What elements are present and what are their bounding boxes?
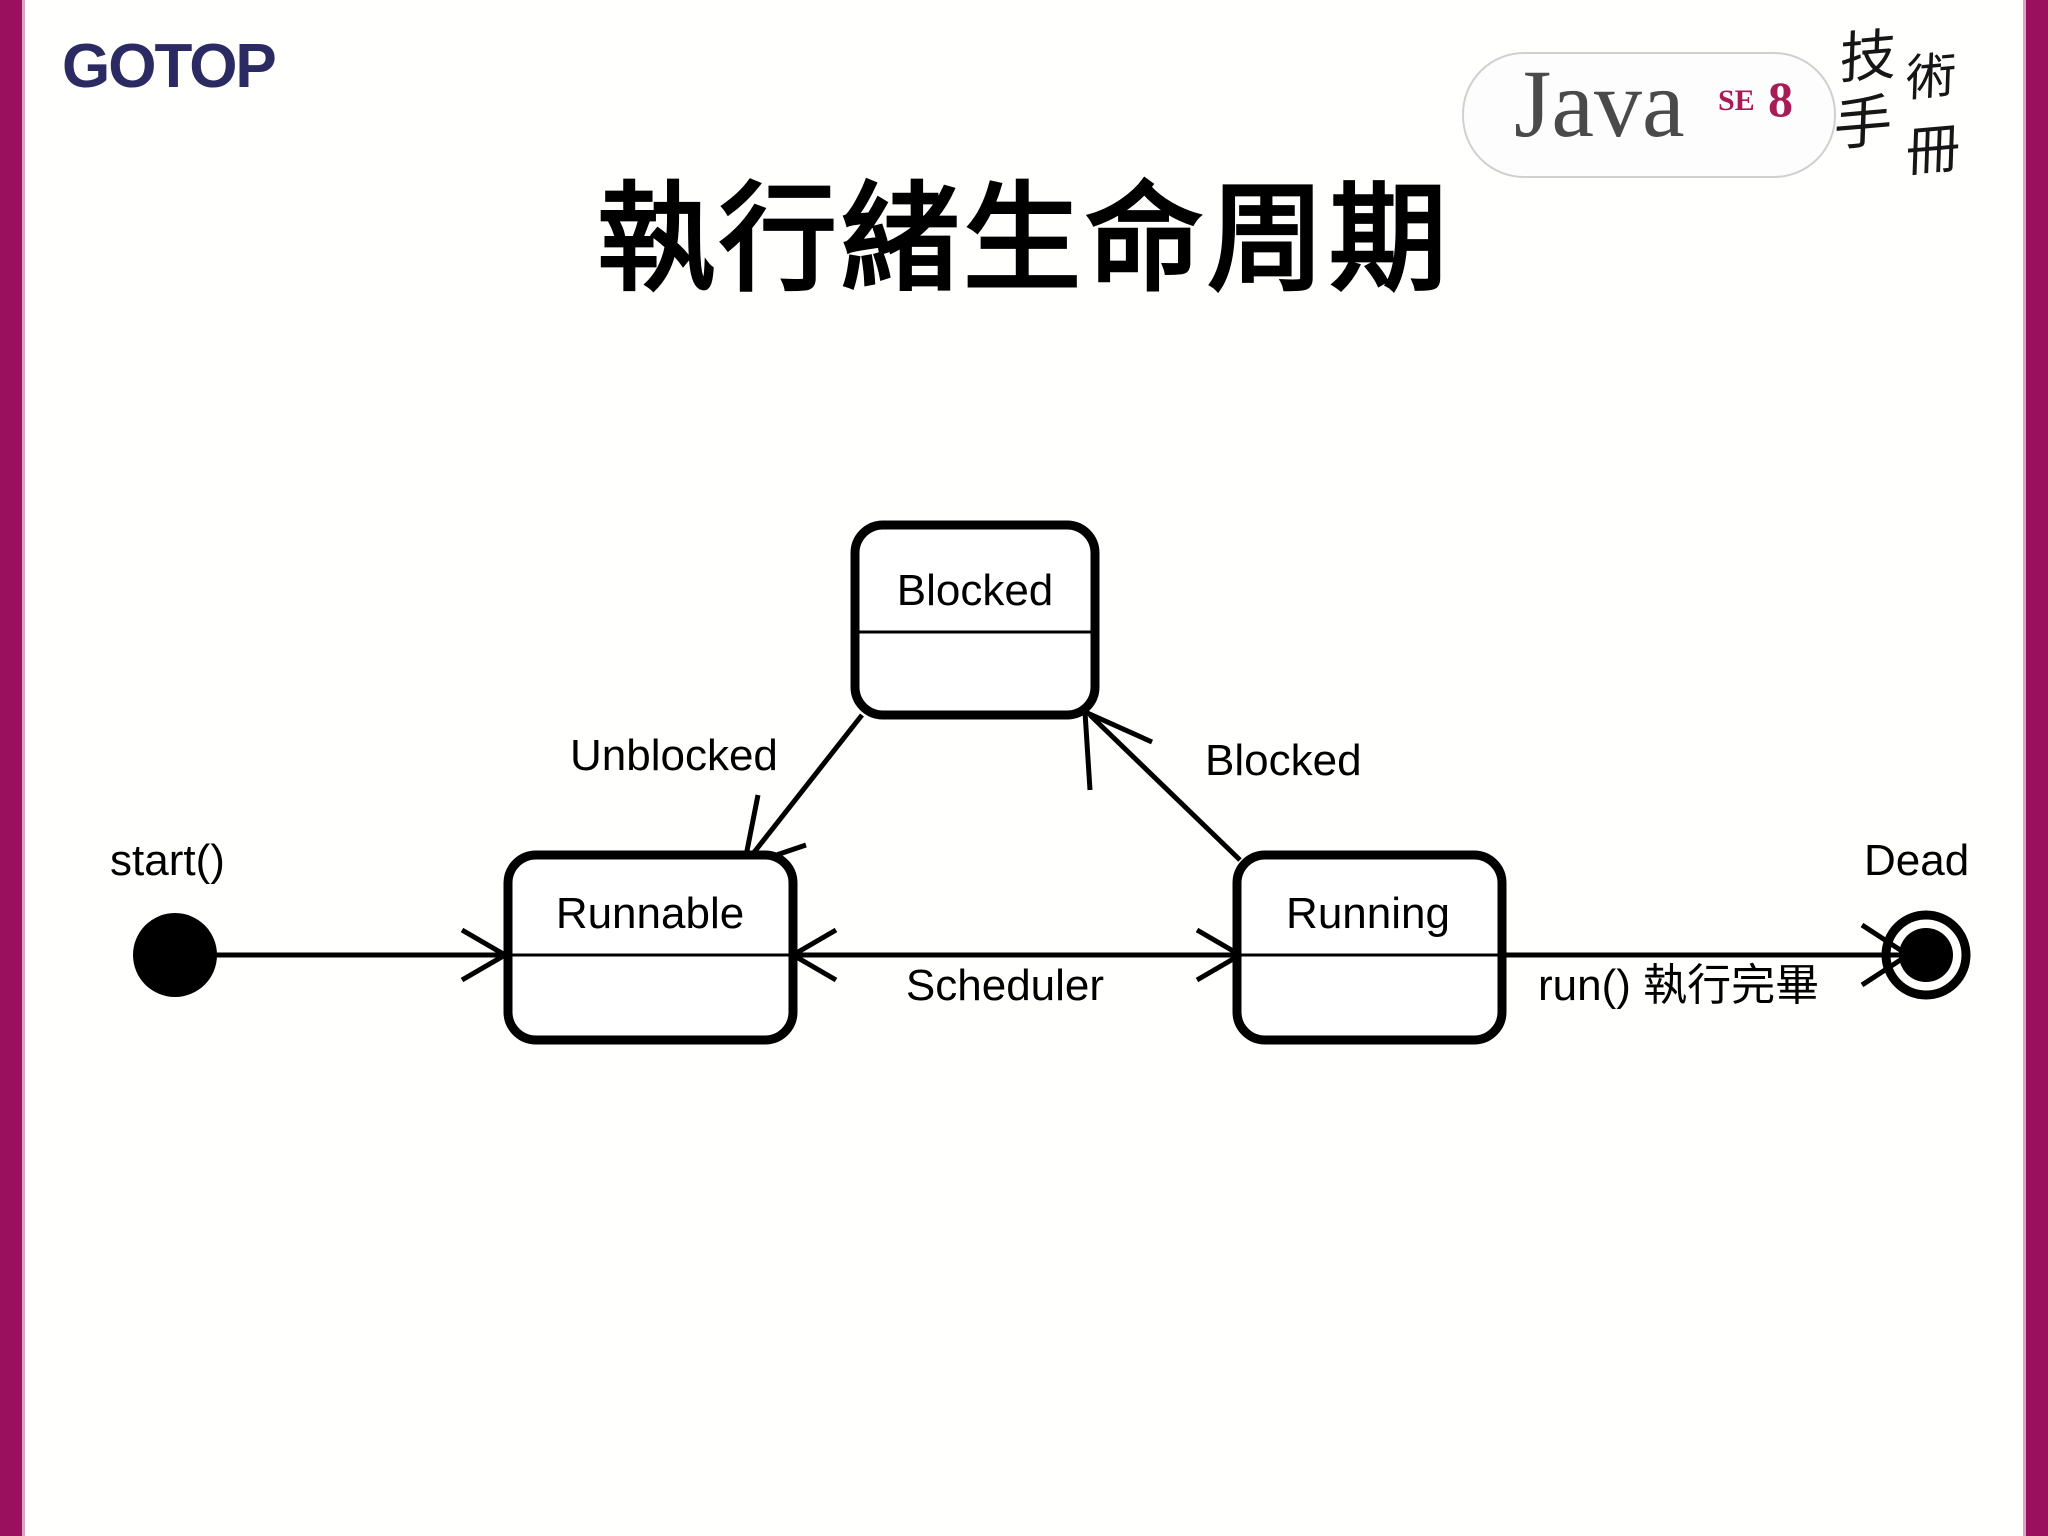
start-label: start() [110,836,225,885]
right-accent-stripe [2026,0,2048,1536]
gotop-logo: GOTOP [62,32,277,101]
left-accent-stripe [0,0,22,1536]
page-title: 執行緒生命周期 [596,169,1451,308]
state-node-runnable[interactable]: Runnable [503,850,798,1045]
edge-label-unblocked: Unblocked [570,731,778,780]
state-node-running[interactable]: Running [1232,850,1507,1045]
edge-label-run-done: run() 執行完畢 [1538,961,1819,1010]
final-state-node [1881,910,1971,1000]
initial-state-node [133,913,217,997]
state-label-runnable: Runnable [556,889,744,938]
transition-start-to-runnable [185,927,510,983]
dead-label: Dead [1864,836,1969,885]
java-edition-superscript: SE [1718,84,1755,117]
edge-label-scheduler: Scheduler [906,961,1104,1010]
right-accent-hairline [2023,0,2026,1536]
java-wordmark: Java [1514,50,1685,157]
transition-running-to-blocked [1082,708,1242,862]
edge-label-blocked: Blocked [1205,736,1362,785]
state-node-blocked[interactable]: Blocked [850,520,1100,720]
left-accent-hairline [22,0,25,1536]
java-se8-book-logo: Java SE 8 技 術 手 冊 [1452,22,2012,202]
java-version-number: 8 [1768,71,1793,127]
state-label-running: Running [1286,889,1450,938]
java-logo-pill-outline [1462,52,1836,178]
state-label-blocked: Blocked [897,566,1054,615]
